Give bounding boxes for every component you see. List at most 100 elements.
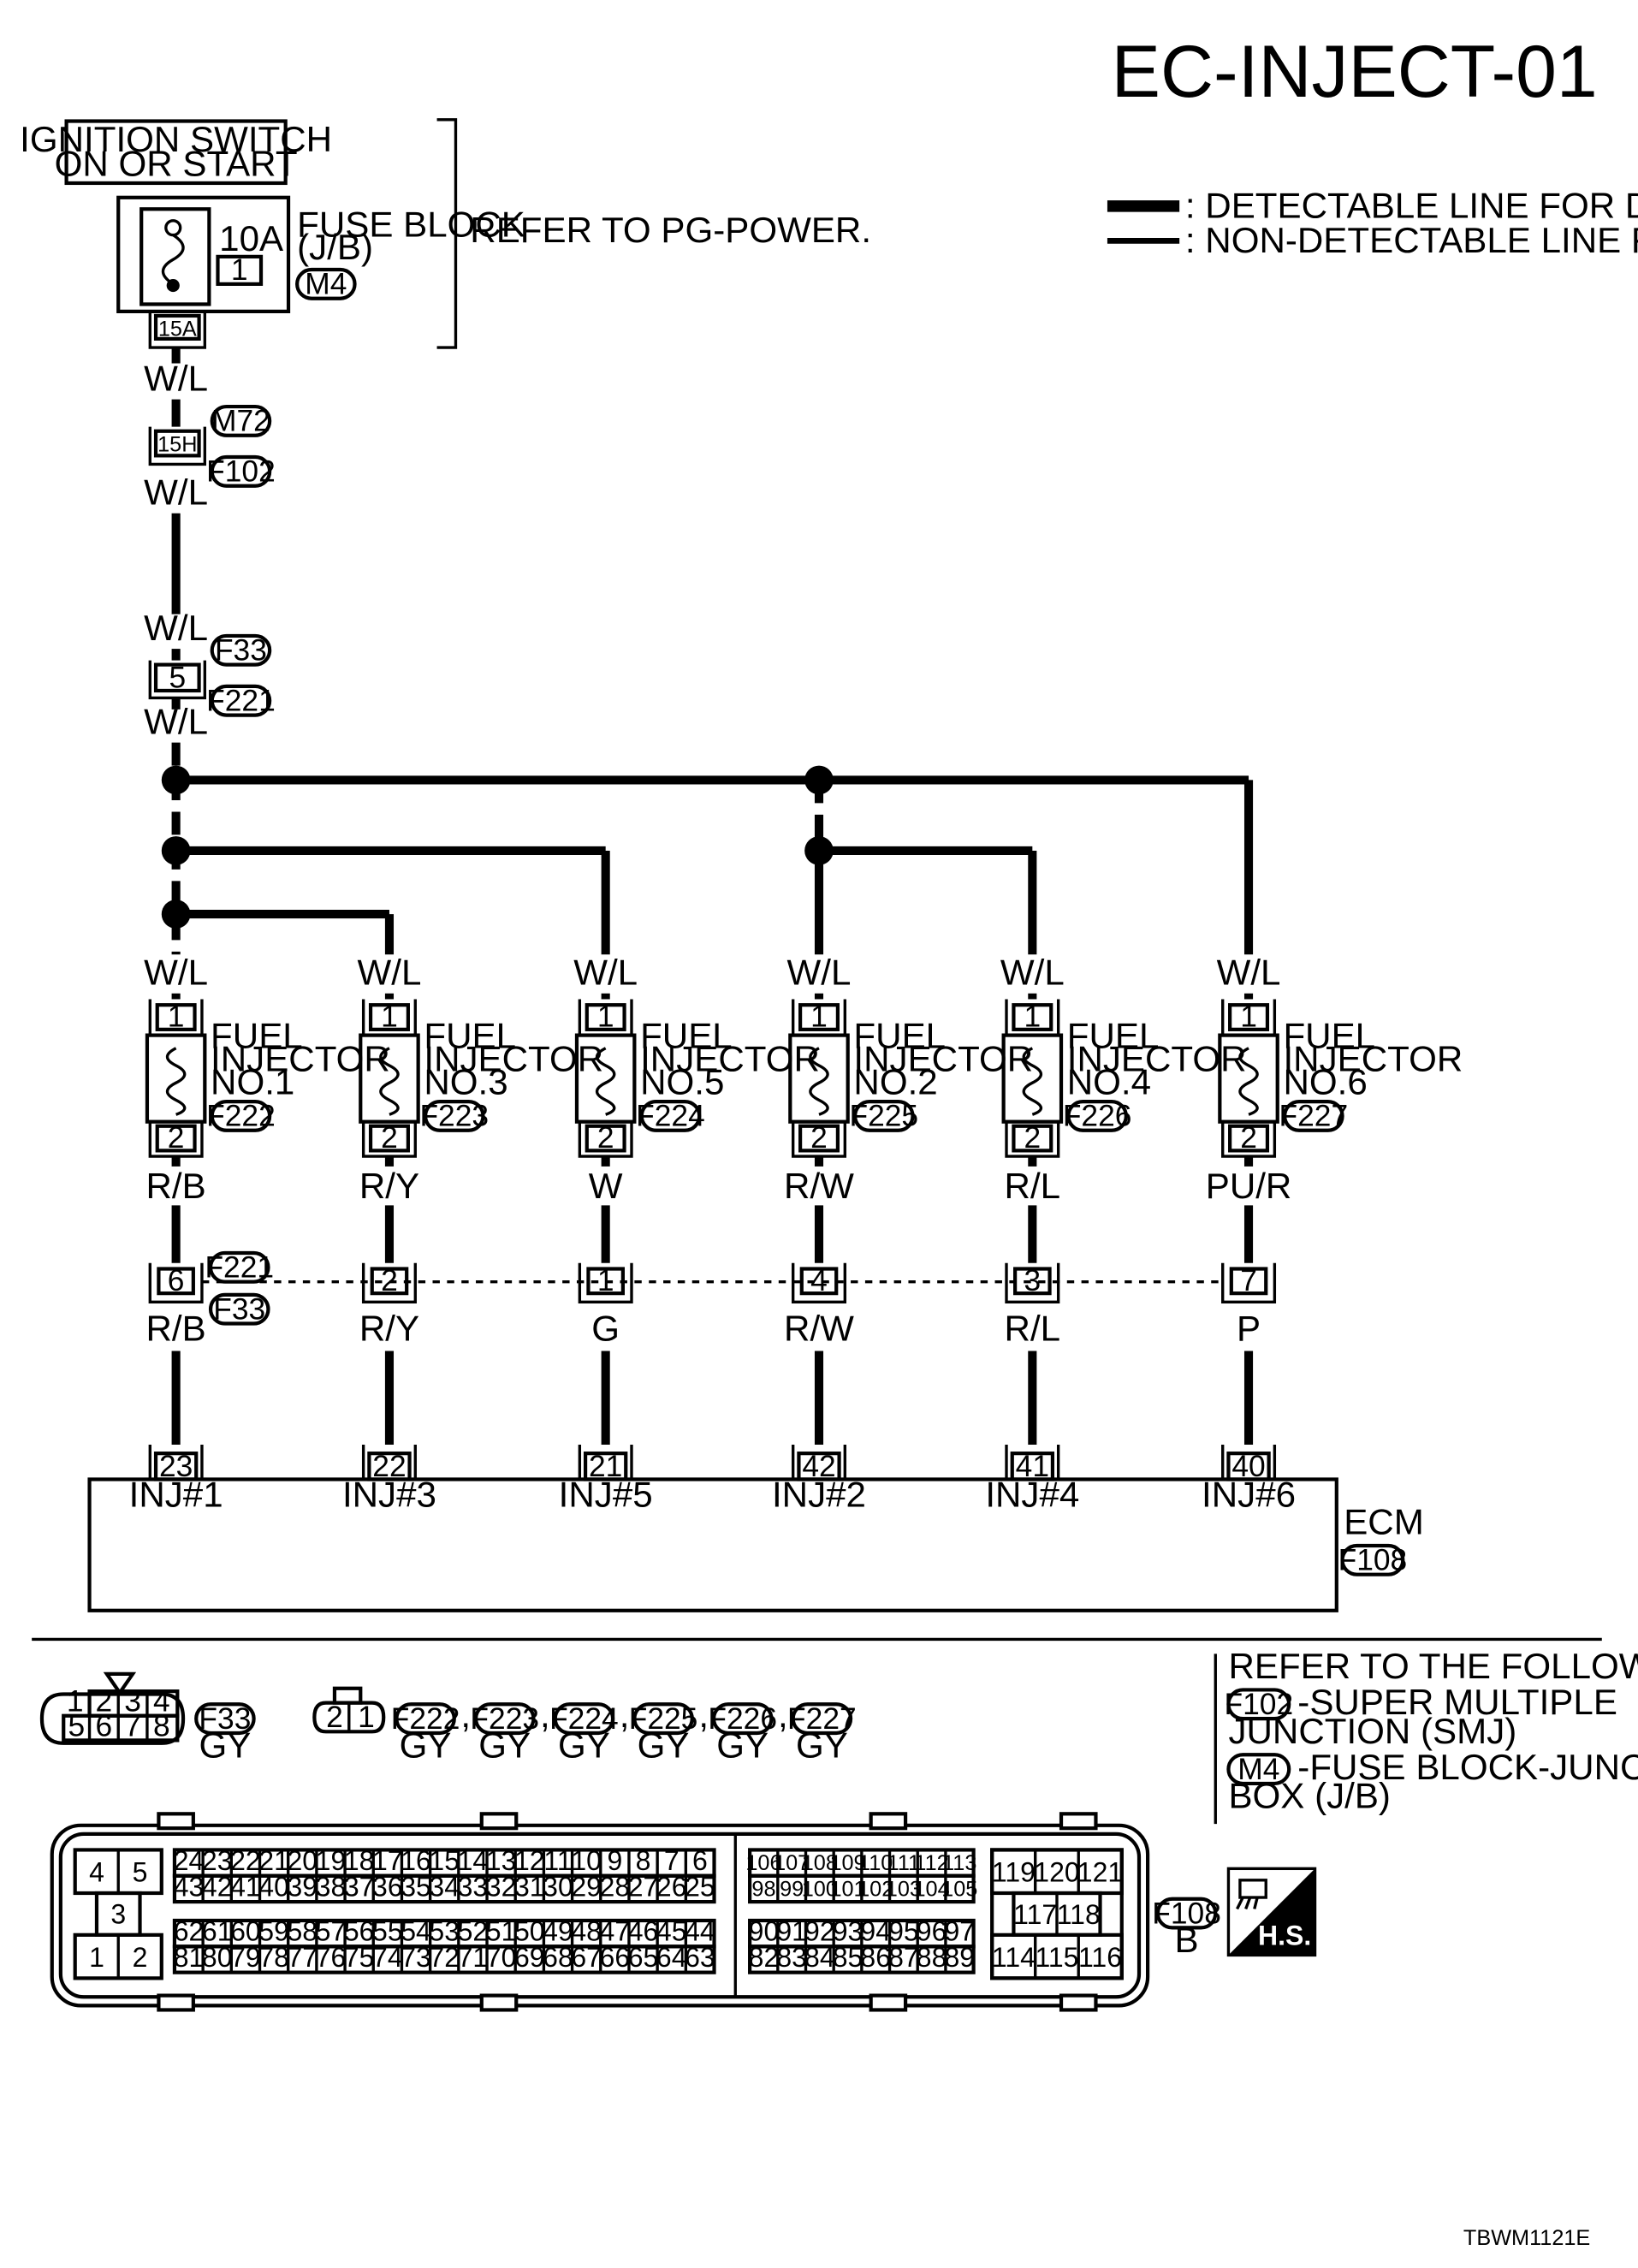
- wire-color-bottom: R/L: [1005, 1166, 1061, 1206]
- ecm-face-pin: 16: [401, 1845, 431, 1876]
- separator: ,: [620, 1695, 630, 1735]
- injector-connector-face: 2 1: [312, 1686, 386, 1734]
- injector-connector-tag-face: F226: [708, 1702, 777, 1736]
- wire-color-ecm: P: [1237, 1309, 1261, 1349]
- ecm-face-pin: 81: [174, 1942, 205, 1973]
- separator: ,: [698, 1695, 709, 1735]
- svg-text:8: 8: [153, 1709, 170, 1743]
- joint-connector-pin: 4: [810, 1264, 828, 1297]
- injector-name-line1: FUEL: [640, 1016, 733, 1056]
- joint-connector-pin: 7: [1240, 1264, 1257, 1297]
- injector-connector-tag: F226: [1063, 1100, 1132, 1133]
- f108-connector-tag: F108 B: [1152, 1897, 1221, 1960]
- svg-text:2: 2: [96, 1685, 113, 1719]
- injector-pin-top: 1: [381, 1000, 398, 1033]
- connector-color: GY: [796, 1725, 848, 1766]
- svg-text:4: 4: [153, 1685, 170, 1719]
- svg-text:1: 1: [231, 253, 248, 287]
- fuse-block: 10A 1 FUSE BLOCK (J/B) M4 REFER TO PG-PO…: [116, 118, 871, 349]
- ecm-face-pin: 52: [458, 1916, 489, 1947]
- svg-text:F33: F33: [215, 634, 267, 668]
- joint-connector-5: 5 F33 F221: [148, 634, 276, 718]
- splice-points: [161, 765, 834, 929]
- legend: : DETECTABLE LINE FOR DTC : NON-DETECTAB…: [1107, 185, 1638, 260]
- ecm-face-pin: 61: [202, 1916, 233, 1947]
- ecm-face-pin: 104: [913, 1877, 949, 1901]
- ecm-face-pin: 89: [944, 1942, 975, 1973]
- connector-color: GY: [400, 1725, 452, 1766]
- ecm-face-pin: 90: [749, 1916, 780, 1947]
- wire-color-ecm: R/W: [784, 1309, 854, 1349]
- ecm-face-pin: 63: [685, 1942, 715, 1973]
- wire-color-top: W/L: [1217, 953, 1281, 993]
- ecm-face-pin: 116: [1078, 1942, 1122, 1973]
- refer-pg-power: REFER TO PG-POWER.: [470, 210, 871, 250]
- svg-text:7: 7: [124, 1709, 141, 1743]
- wire-color-bottom: W: [589, 1166, 623, 1206]
- injector-name-line2: INJECTOR: [1067, 1039, 1247, 1079]
- injector-connector-tag: F227: [1279, 1100, 1349, 1133]
- ecm-face-pin: 11: [543, 1845, 572, 1876]
- svg-text:-FUSE BLOCK-JUNCTION: -FUSE BLOCK-JUNCTION: [1297, 1747, 1638, 1787]
- ecm-face-pin: 25: [685, 1871, 715, 1902]
- ecm-face-pin: 15: [429, 1845, 460, 1876]
- fuse-terminal: 15A: [148, 311, 207, 349]
- ecm-face-pin: 92: [804, 1916, 835, 1947]
- ecm-face-pin: 17: [372, 1845, 403, 1876]
- connector-color: GY: [716, 1725, 769, 1766]
- ecm-face-pin: 45: [656, 1916, 687, 1947]
- injector-body: [788, 1033, 850, 1124]
- ecm-face-pin: 111: [887, 1851, 920, 1875]
- ecm-face-pin: 121: [1077, 1857, 1123, 1888]
- ecm-face-pin: 30: [543, 1871, 573, 1902]
- ecm-face-pin: 110: [858, 1851, 893, 1875]
- ecm-face-pin: 54: [401, 1916, 431, 1947]
- wire-wl-4: W/L: [144, 702, 208, 742]
- injector-pin-top: 1: [168, 1000, 185, 1033]
- injector-connector-tag-face: F223: [470, 1702, 539, 1736]
- ecm-face-pin: 53: [429, 1916, 460, 1947]
- ecm-face-pin: 46: [628, 1916, 659, 1947]
- ignition-switch: IGNITION SWITCH ON OR START: [20, 119, 332, 186]
- injector-pin-top: 1: [1240, 1000, 1257, 1033]
- injector-name-line3: NO.1: [211, 1062, 294, 1102]
- ecm-connector-tag: F108: [1338, 1544, 1408, 1577]
- ecm-face-pin: 95: [888, 1916, 919, 1947]
- injector-connector-tag-face: F227: [787, 1702, 857, 1736]
- svg-text:H.S.: H.S.: [1258, 1921, 1311, 1951]
- svg-text:1: 1: [358, 1701, 375, 1734]
- connector-color: GY: [558, 1725, 610, 1766]
- ecm-unit: ECM F108: [87, 1477, 1424, 1612]
- wire-color-top: W/L: [1000, 953, 1065, 993]
- ecm-face-pin: 72: [429, 1942, 460, 1973]
- ecm-face-pin: 38: [316, 1871, 347, 1902]
- svg-text:JUNCTION (SMJ): JUNCTION (SMJ): [1228, 1711, 1516, 1751]
- ecm-face-pin: 114: [992, 1942, 1036, 1973]
- injector-connector-tag: F222: [206, 1100, 276, 1133]
- injector-pin-bottom: 2: [381, 1121, 398, 1155]
- svg-text:5: 5: [169, 662, 186, 695]
- ecm-face-pin: 2: [133, 1942, 148, 1973]
- ecm-face-pin: 70: [486, 1942, 517, 1973]
- ecm-face-pin: 34: [429, 1871, 460, 1902]
- injector-connector-tag-face: F225: [629, 1702, 698, 1736]
- svg-text:15H: 15H: [157, 432, 197, 456]
- wire-color-bottom: R/Y: [359, 1166, 419, 1206]
- coil-icon: [379, 1047, 400, 1116]
- ecm-face-pin: 84: [804, 1942, 835, 1973]
- ecm-face-pin: 71: [458, 1942, 489, 1973]
- wire-color-top: W/L: [144, 953, 208, 993]
- ecm-face-pin: 35: [401, 1871, 431, 1902]
- ecm-face-pin: 118: [1057, 1899, 1101, 1930]
- wire-color-ecm: R/B: [146, 1309, 206, 1349]
- svg-text:F221: F221: [206, 685, 276, 718]
- injector-name-line1: FUEL: [853, 1016, 946, 1056]
- joint-connector-pin: 3: [1024, 1264, 1041, 1297]
- svg-text:M4: M4: [1237, 1753, 1279, 1786]
- ecm-face-pin: 22: [230, 1845, 261, 1876]
- ecm-face-pin: 1: [89, 1942, 104, 1973]
- ecm-face-pin: 79: [230, 1942, 261, 1973]
- svg-text:BOX (J/B): BOX (J/B): [1228, 1776, 1391, 1816]
